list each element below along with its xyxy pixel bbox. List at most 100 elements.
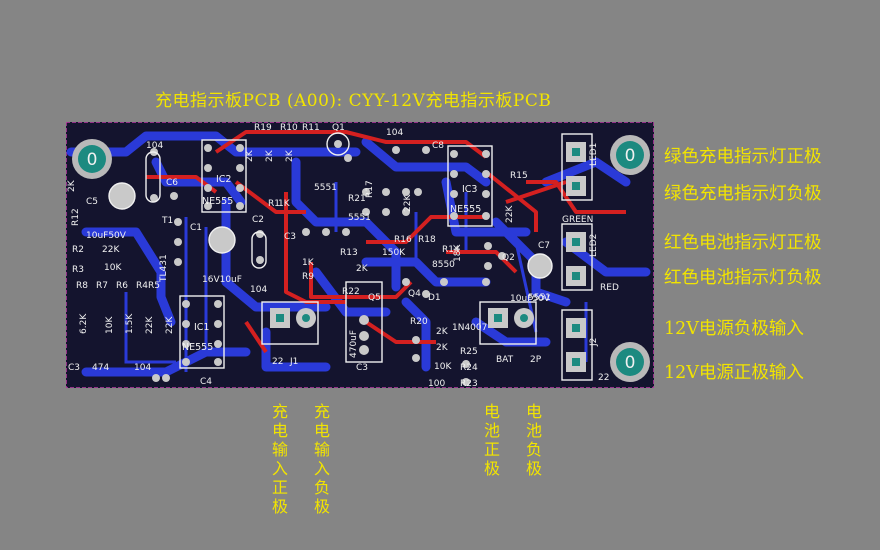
silkscreen-label: R12 — [71, 208, 81, 226]
silkscreen-label: LED1 — [589, 143, 599, 166]
capacitors — [108, 151, 553, 279]
silkscreen-label: Q1 — [332, 123, 345, 133]
svg-text:0: 0 — [87, 150, 98, 170]
silkscreen-label: 16V10uF — [202, 275, 242, 285]
silkscreen-label: R4 — [136, 281, 148, 291]
silkscreen-label: C7 — [538, 241, 550, 251]
silkscreen-label: R24 — [460, 363, 478, 373]
silkscreen-label: R11 — [302, 123, 320, 133]
svg-text:0: 0 — [625, 353, 636, 373]
silkscreen-label: R8 — [76, 281, 88, 291]
silkscreen-label: 104 — [146, 141, 163, 151]
silkscreen-label: Q5 — [368, 293, 381, 303]
silkscreen-label: 22K — [165, 316, 175, 334]
silkscreen-label: R7 — [96, 281, 108, 291]
silkscreen-label: 104 — [250, 285, 267, 295]
silkscreen-label: R22 — [342, 287, 360, 297]
silkscreen-label: 22K — [145, 316, 155, 334]
silkscreen-label: 5551 — [348, 213, 371, 223]
label-battery-positive: 电池正极 — [483, 402, 500, 478]
board-title: 充电指示板PCB (A00): CYY-12V充电指示板PCB — [155, 91, 552, 111]
ic-ref-label: IC3 — [462, 184, 477, 195]
ic-outlines — [179, 133, 593, 381]
silkscreen-label: J1 — [289, 357, 298, 367]
silkscreen-label: R10 — [280, 123, 298, 133]
silkscreen-label: 2K — [285, 149, 295, 162]
silkscreen-label: R19 — [254, 123, 272, 133]
silkscreen-label: GREEN — [562, 215, 593, 225]
silkscreen-label: 150K — [382, 248, 406, 258]
label-12v-negative-input: 12V电源负极输入 — [664, 319, 804, 339]
silkscreen-label: C8 — [432, 141, 444, 151]
silkscreen-label: 470uF — [349, 330, 359, 358]
silkscreen-label: Q4 — [408, 289, 421, 299]
silkscreen-label: 22 — [272, 357, 283, 367]
silkscreen-label: 22K — [403, 194, 413, 212]
silkscreen-label: C2 — [252, 215, 264, 225]
silkscreen-label: TL431 — [159, 254, 169, 283]
silkscreen-label: R3 — [72, 265, 84, 275]
label-battery-negative: 电池负极 — [525, 402, 542, 478]
silkscreen-label: 1K — [302, 258, 315, 268]
silkscreen-label: R17 — [365, 180, 375, 198]
ic-part-label: NE555 — [202, 196, 233, 207]
silkscreen-label: 2K — [67, 179, 77, 192]
silkscreen-label: R25 — [460, 347, 478, 357]
component-pads — [150, 132, 548, 386]
ic-part-label: NE555 — [450, 204, 481, 215]
silkscreen-label: C4 — [200, 377, 212, 387]
silkscreen-label: 2K — [265, 149, 275, 162]
silkscreen-label: R14 — [442, 245, 460, 255]
silkscreen-label: 2K — [436, 343, 449, 353]
silkscreen-label: C1 — [190, 223, 202, 233]
silkscreen-label: 5551 — [528, 293, 551, 303]
silkscreen-label: 22K — [505, 205, 515, 223]
svg-text:0: 0 — [625, 146, 636, 166]
mounting-holes: 0 0 0 — [72, 135, 650, 382]
silkscreen-label: 18K — [453, 244, 463, 262]
silkscreen-label: RED — [600, 283, 619, 293]
silkscreen-label: R6 — [116, 281, 128, 291]
silkscreen-label: R5 — [148, 281, 160, 291]
silkscreen-label: 1.5K — [125, 313, 135, 334]
silkscreen-label: C5 — [86, 197, 98, 207]
top-copper-traces — [146, 130, 626, 354]
silkscreen-label: C3 — [284, 232, 296, 242]
silkscreen-label: 100 — [428, 379, 445, 388]
silkscreen-label: D1 — [428, 293, 441, 303]
silkscreen-label: 10K — [105, 316, 115, 334]
silkscreen-label: R16 — [394, 235, 412, 245]
silkscreen-label: 5551 — [314, 183, 337, 193]
silkscreen-label: R21 — [348, 194, 366, 204]
silkscreen-label: 22 — [598, 373, 609, 383]
silkscreen-label: 10uF50V — [510, 294, 551, 304]
silkscreen-label: 2K — [356, 264, 369, 274]
silkscreen-label: 10uF50V — [86, 231, 127, 241]
ic-ref-label: IC1 — [194, 322, 209, 333]
silkscreen-label: R15 — [510, 171, 528, 181]
silkscreen-label: T1 — [161, 216, 173, 226]
ic-pads — [182, 144, 490, 366]
silkscreen-label: R18 — [418, 235, 436, 245]
silkscreen-label: BAT — [496, 355, 514, 365]
pcb-board: 0 0 0 — [65, 121, 655, 389]
silkscreen-label: 6.2K — [79, 313, 89, 334]
silkscreen-label: 104 — [386, 128, 403, 138]
silkscreen-label: 2K — [245, 149, 255, 162]
silkscreen-label: 1N4007 — [452, 323, 487, 333]
silkscreen-label: 2P — [530, 355, 542, 365]
silkscreen-label: C3 — [68, 363, 80, 373]
silkscreen-label: R9 — [302, 272, 314, 282]
label-charge-input-positive: 充电输入正极 — [271, 402, 288, 516]
silkscreen-label: R2 — [72, 245, 84, 255]
silkscreen-label: R1 — [268, 199, 280, 209]
silkscreen-label: R13 — [340, 248, 358, 258]
label-red-led-negative: 红色电池指示灯负极 — [664, 268, 822, 288]
label-green-led-negative: 绿色充电指示灯负极 — [664, 184, 822, 204]
silkscreen-label: R20 — [410, 317, 428, 327]
silkscreen-label: 104 — [134, 363, 151, 373]
silkscreen-label: 1K — [278, 199, 291, 209]
connector-pads — [270, 142, 586, 372]
